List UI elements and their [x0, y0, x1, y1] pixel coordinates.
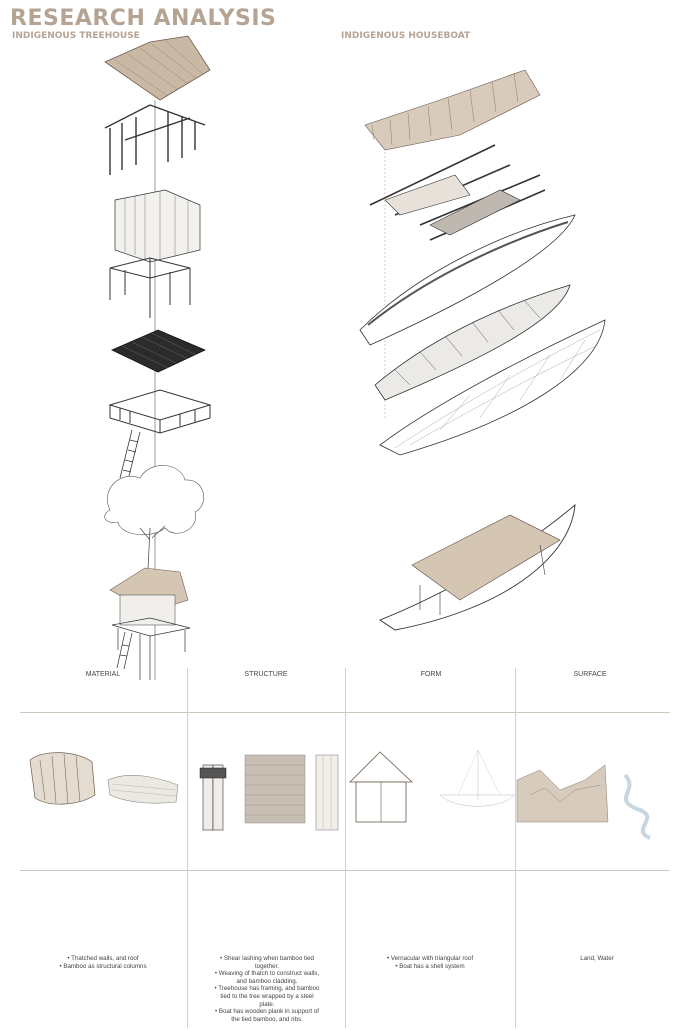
page-title: RESEARCH ANALYSIS	[10, 6, 277, 31]
form-note: • Vernacular with triangular roof	[386, 955, 474, 962]
form-notes: • Vernacular with triangular roof • Boat…	[347, 955, 513, 970]
form-note: • Boat has a shell system	[395, 962, 465, 970]
form-house-section-image	[349, 749, 516, 823]
column-divider-3	[515, 668, 516, 1028]
material-note: • Thatched walls, and roof	[67, 955, 139, 962]
material-notes: • Thatched walls, and roof • Bamboo as s…	[20, 955, 186, 970]
treehouse-label: INDIGENOUS TREEHOUSE	[12, 31, 140, 41]
column-header-material: MATERIAL	[85, 671, 121, 678]
structure-note: and bamboo cladding.	[236, 977, 298, 985]
treehouse-exploded-drawing	[104, 35, 212, 680]
structure-note: plate.	[259, 1000, 275, 1008]
surface-note: Land, Water	[580, 955, 614, 962]
structure-note: • Shear lashing when bamboo tied	[219, 955, 314, 962]
surface-notes: Land, Water	[517, 955, 677, 963]
structure-notes: • Shear lashing when bamboo tied togethe…	[190, 955, 344, 1023]
structure-lashing-weave-image	[199, 754, 339, 831]
column-header-form: FORM	[420, 671, 442, 678]
column-divider-1	[187, 668, 188, 1028]
structure-note: • Treehouse has framing, and bamboo	[214, 985, 320, 993]
column-header-structure: STRUCTURE	[244, 671, 288, 678]
column-header-surface: SURFACE	[573, 671, 607, 678]
material-note: • Bamboo as structural columns	[59, 962, 147, 970]
structure-note: the tied bamboo, and ribs.	[231, 1015, 303, 1023]
column-divider-2	[345, 668, 346, 1028]
structure-note: • Boat has wooden plank in support of	[215, 1008, 319, 1016]
houseboat-exploded-drawing	[359, 69, 606, 631]
material-thatch-bundle-image	[29, 752, 179, 805]
houseboat-label: INDIGENOUS HOUSEBOAT	[341, 31, 471, 41]
structure-note: tied to the tree wrapped by a steel	[220, 992, 314, 1000]
structure-note: • Weaving of thatch to construct walls,	[214, 970, 320, 978]
surface-land-water-image	[516, 764, 651, 840]
structure-note: together.	[254, 962, 280, 970]
